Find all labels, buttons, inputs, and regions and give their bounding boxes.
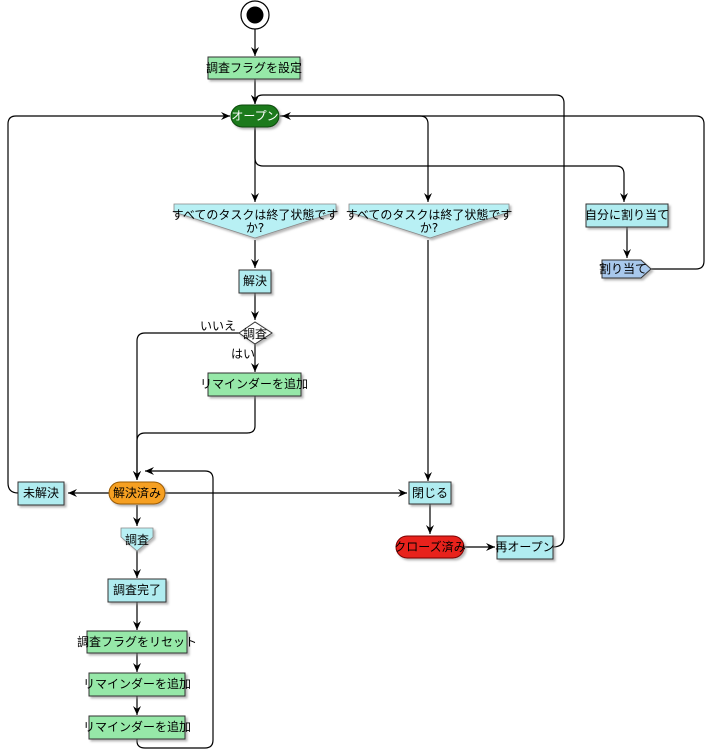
add-reminder-2-label: リマインダーを追加 xyxy=(83,676,191,691)
add-reminder-1-label: リマインダーを追加 xyxy=(200,376,308,391)
edge-reopen-to-open xyxy=(251,94,565,548)
edge-decision-no-to-resolved xyxy=(133,332,240,480)
edge-open-to-assign-self xyxy=(254,126,628,202)
all-tasks-closed-check-left[interactable]: すべてのタスクは終了状態です か? xyxy=(172,203,339,239)
resolve-action[interactable]: 解決 xyxy=(238,269,272,294)
resolved-state[interactable]: 解決済み xyxy=(108,481,166,505)
unresolved-label: 未解決 xyxy=(23,486,59,500)
investigate-signal-label: 調査 xyxy=(125,533,149,547)
edges xyxy=(7,28,705,749)
add-reminder-action-2[interactable]: リマインダーを追加 xyxy=(83,672,191,697)
branch-label-no: いいえ xyxy=(200,319,236,333)
reset-flag-label: 調査フラグをリセット xyxy=(77,635,197,649)
resolved-label: 解決済み xyxy=(113,485,161,500)
check-middle-line1: すべてのタスクは終了状態です xyxy=(346,207,513,222)
add-reminder-3-label: リマインダーを追加 xyxy=(83,719,191,734)
start-node-icon xyxy=(240,0,270,30)
close-label: 閉じる xyxy=(412,486,448,500)
closed-state[interactable]: クローズ済み xyxy=(394,535,466,559)
assign-signal-label: 割り当て xyxy=(599,261,647,276)
open-state[interactable]: オープン xyxy=(230,104,280,128)
assign-signal[interactable]: 割り当て xyxy=(599,259,652,279)
all-tasks-closed-check-middle[interactable]: すべてのタスクは終了状態です か? xyxy=(346,203,513,239)
assign-self-label: 自分に割り当て xyxy=(585,207,669,222)
set-flag-action[interactable]: 調査フラグを設定 xyxy=(206,56,302,80)
unresolved-action[interactable]: 未解決 xyxy=(17,481,65,506)
reopen-label: 再オープン xyxy=(495,540,554,554)
set-flag-label: 調査フラグを設定 xyxy=(206,60,302,75)
edge-reminder-to-resolved xyxy=(133,396,256,480)
check-middle-line2: か? xyxy=(420,221,438,235)
check-left-line1: すべてのタスクは終了状態です xyxy=(172,207,339,222)
investigation-done-label: 調査完了 xyxy=(113,582,161,597)
investigate-signal[interactable]: 調査 xyxy=(120,527,154,552)
add-reminder-action-1[interactable]: リマインダーを追加 xyxy=(200,372,308,397)
investigation-done-action[interactable]: 調査完了 xyxy=(107,578,167,603)
investigate-decision-label: 調査 xyxy=(243,327,267,341)
check-left-line2: か? xyxy=(246,221,264,235)
close-action[interactable]: 閉じる xyxy=(408,481,452,505)
reopen-action[interactable]: 再オープン xyxy=(495,535,555,560)
edge-unresolved-to-open xyxy=(7,112,230,494)
assign-self-action[interactable]: 自分に割り当て xyxy=(585,203,669,228)
resolve-label: 解決 xyxy=(243,274,267,288)
add-reminder-action-3[interactable]: リマインダーを追加 xyxy=(83,715,191,740)
investigate-decision[interactable]: 調査 xyxy=(238,321,273,345)
reset-flag-action[interactable]: 調査フラグをリセット xyxy=(77,630,197,654)
closed-label: クローズ済み xyxy=(394,539,465,554)
open-label: オープン xyxy=(231,109,278,123)
edge-open-to-check2 xyxy=(280,115,432,202)
edge-reminder3-to-resolved xyxy=(136,467,214,749)
edge-signal-back-to-open xyxy=(282,112,705,270)
branch-label-yes: はい xyxy=(231,347,255,361)
